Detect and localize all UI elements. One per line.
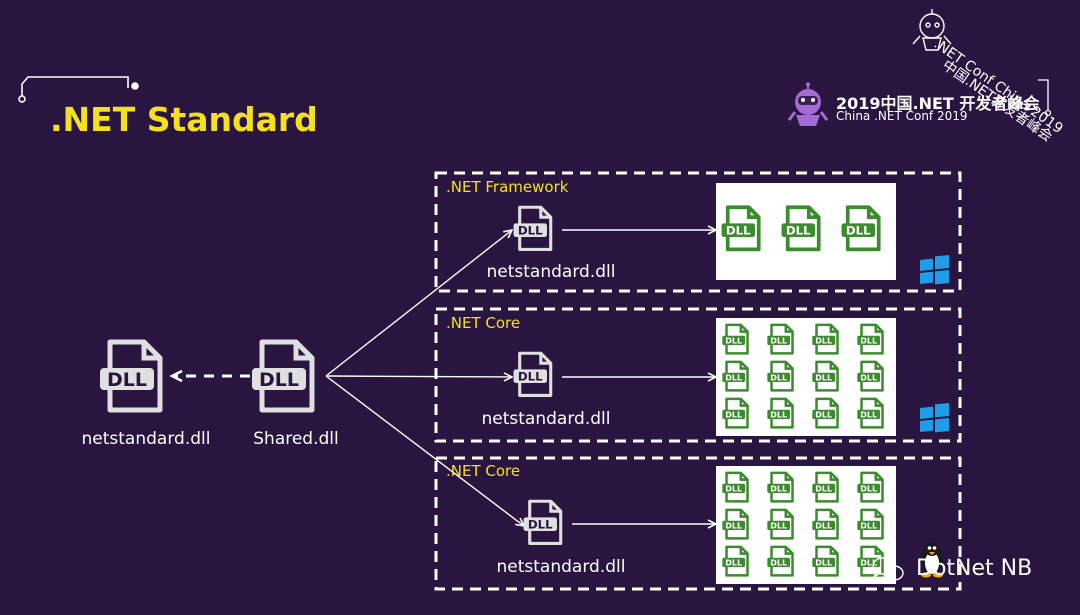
windows-logo-icon [920, 254, 949, 285]
panel-frame-core-linux [434, 456, 962, 591]
windows-logo-icon [920, 402, 949, 433]
green-dll-icon: DLL [767, 508, 794, 540]
svg-text:DLL: DLL [860, 336, 877, 345]
green-dll-icon: DLL [812, 545, 839, 577]
green-dll-icon: DLL [857, 360, 884, 392]
green-dll-icon: DLL [722, 508, 749, 540]
svg-text:DLL: DLL [860, 373, 877, 382]
green-dll-icon: DLL [722, 545, 749, 577]
svg-text:DLL: DLL [815, 373, 832, 382]
dll-file-icon: DLL [513, 205, 553, 251]
svg-text:DLL: DLL [815, 410, 832, 419]
panel-title-framework: .NET Framework [446, 178, 569, 196]
dll-icon-text: DLL [518, 224, 543, 238]
svg-text:DLL: DLL [770, 410, 787, 419]
green-dll-icon: DLL [767, 360, 794, 392]
green-dll-icon: DLL [722, 360, 749, 392]
conference-logo-title: 2019中国.NET 开发者峰会 [836, 94, 1040, 113]
conference-logo-subtitle: China .NET Conf 2019 [836, 109, 968, 123]
svg-text:DLL: DLL [770, 336, 787, 345]
svg-text:DLL: DLL [725, 521, 742, 530]
linux-tux-icon [921, 542, 943, 578]
svg-text:DLL: DLL [726, 224, 751, 238]
green-dll-grids: DLL DLL DLL DLL DLL DLL DLL DLL DLL DLL DLL DLL DLL D… [721, 205, 884, 577]
green-dll-icon: DLL [767, 471, 794, 503]
green-dll-icon: DLL [767, 397, 794, 429]
svg-text:DLL: DLL [846, 224, 871, 238]
dll-label-core-windows: netstandard.dll [481, 409, 611, 429]
panel-title-core-windows: .NET Core [446, 314, 521, 332]
svg-text:DLL: DLL [725, 410, 742, 419]
green-dll-icon: DLL [812, 397, 839, 429]
green-dll-icon: DLL [857, 397, 884, 429]
svg-text:DLL: DLL [815, 558, 832, 567]
svg-text:DLL: DLL [770, 373, 787, 382]
green-dll-icon: DLL [841, 205, 881, 252]
arrow-shared-to-core-linux [325, 375, 524, 526]
netstandard-dll-label: netstandard.dll [81, 429, 211, 449]
dll-file-icon: DLL [513, 351, 553, 397]
stamp-circuit-line [1038, 79, 1052, 117]
arrow-shared-to-framework [325, 230, 512, 377]
green-dll-icon: DLL [857, 545, 884, 577]
green-dll-icon: DLL [812, 360, 839, 392]
svg-text:DLL: DLL [770, 558, 787, 567]
panel-frames [434, 171, 962, 591]
circuit-decoration [18, 76, 139, 103]
green-dll-icon: DLL [767, 545, 794, 577]
green-dll-icon: DLL [721, 205, 761, 252]
dll-file-icon: DLL [100, 339, 163, 413]
svg-text:DLL: DLL [815, 521, 832, 530]
panel-title-core-linux: .NET Core [446, 462, 521, 480]
green-dll-icon: DLL [857, 471, 884, 503]
dll-icon-text: DLL [518, 370, 543, 384]
svg-text:DLL: DLL [770, 484, 787, 493]
panel-frame-core-windows [434, 307, 962, 443]
green-dll-icon: DLL [857, 323, 884, 355]
dll-file-icon: DLL [523, 499, 563, 545]
svg-text:DLL: DLL [815, 336, 832, 345]
green-dll-icon: DLL [857, 508, 884, 540]
svg-text:DLL: DLL [725, 336, 742, 345]
green-dll-icon: DLL [767, 323, 794, 355]
conference-bot-logo [787, 82, 829, 126]
slide-title: .NET Standard [50, 100, 318, 139]
green-dll-icon: DLL [812, 508, 839, 540]
dll-icon-text: DLL [259, 369, 299, 391]
svg-text:DLL: DLL [860, 521, 877, 530]
dll-icon-text: DLL [107, 369, 147, 391]
green-dll-icon: DLL [812, 471, 839, 503]
shared-dll-label: Shared.dll [253, 429, 339, 449]
svg-text:DLL: DLL [725, 373, 742, 382]
dll-label-core-linux: netstandard.dll [496, 557, 626, 577]
green-dll-icon: DLL [722, 397, 749, 429]
dll-file-icon: DLL [252, 339, 315, 413]
svg-text:DLL: DLL [860, 484, 877, 493]
green-dll-icon: DLL [722, 323, 749, 355]
svg-text:DLL: DLL [725, 558, 742, 567]
dll-icon-text: DLL [528, 518, 553, 532]
green-dll-icon: DLL [812, 323, 839, 355]
svg-text:DLL: DLL [860, 410, 877, 419]
wechat-icon [872, 557, 904, 581]
dll-label-framework: netstandard.dll [486, 262, 616, 282]
green-dll-icon: DLL [722, 471, 749, 503]
svg-text:DLL: DLL [786, 224, 811, 238]
stamp-bot-sketch [912, 9, 952, 51]
panel-frame-framework [434, 171, 962, 293]
svg-text:DLL: DLL [815, 484, 832, 493]
svg-text:DLL: DLL [770, 521, 787, 530]
watermark-brand: DotNet NB [916, 556, 1033, 581]
svg-text:DLL: DLL [860, 558, 877, 567]
svg-text:DLL: DLL [725, 484, 742, 493]
green-dll-icon: DLL [781, 205, 821, 252]
arrow-shared-to-core-windows [325, 376, 512, 377]
connector-arrows [325, 230, 716, 526]
